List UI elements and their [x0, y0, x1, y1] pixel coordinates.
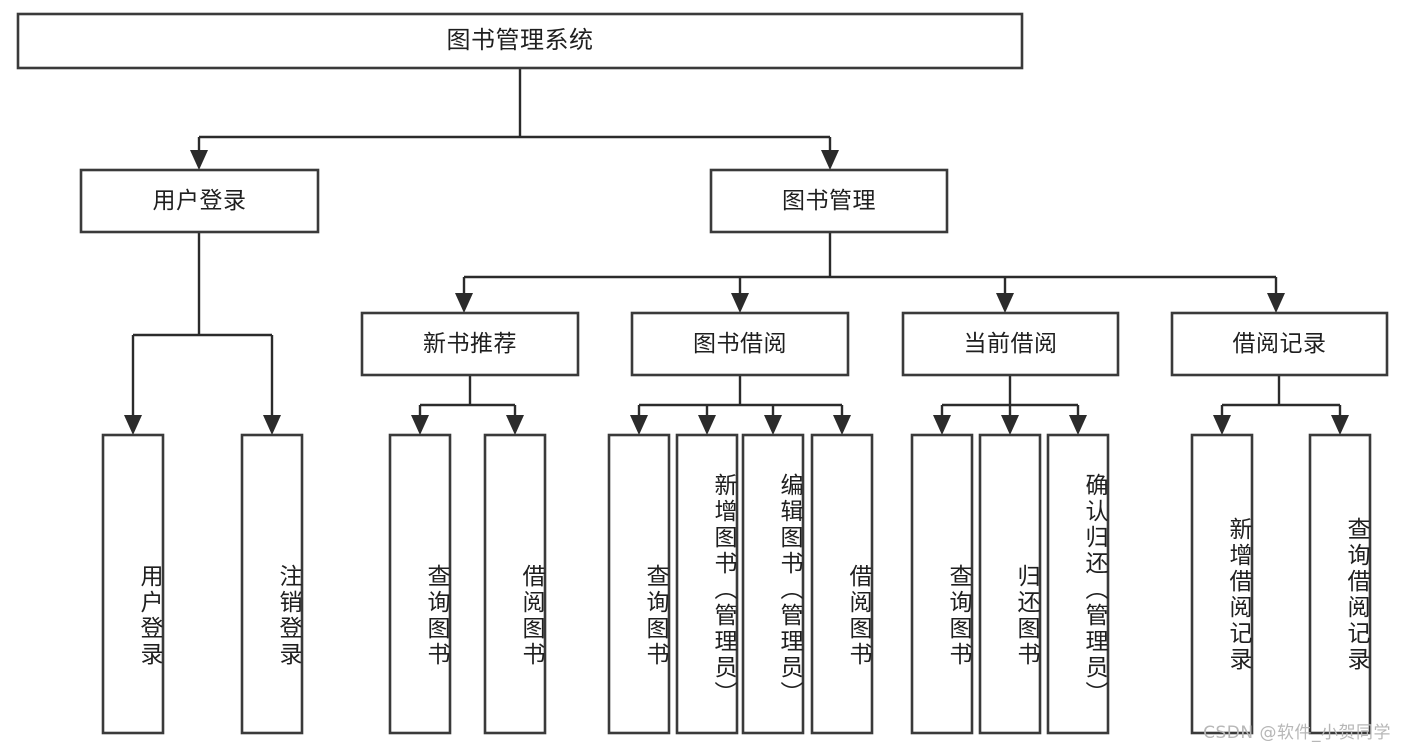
node-box-leaf-user-login-0[interactable]	[101, 433, 165, 735]
node-box-leaf-book-borrow-0[interactable]	[607, 433, 671, 735]
arrow-head-leaf-book-borrow-0	[630, 415, 648, 435]
node-box-leaf-new-book-0[interactable]	[388, 433, 452, 735]
arrow-head-leaf-borrow-record-1	[1331, 415, 1349, 435]
node-box-leaf-borrow-record-1[interactable]	[1308, 433, 1372, 735]
node-box-leaf-user-login-1[interactable]	[240, 433, 304, 735]
node-box-leaf-book-borrow-3[interactable]	[810, 433, 874, 735]
arrow-head-current-borrow	[996, 293, 1014, 313]
connector-group-book-manage	[455, 232, 1285, 313]
connector-group-current-borrow	[933, 375, 1087, 435]
arrow-head-book-manage	[821, 150, 839, 170]
connector-group-root	[190, 68, 839, 170]
node-box-book-manage[interactable]	[709, 168, 949, 234]
connector-group-book-borrow	[630, 375, 851, 435]
arrow-head-new-book	[455, 293, 473, 313]
arrow-head-book-borrow	[731, 293, 749, 313]
node-box-leaf-current-borrow-0[interactable]	[910, 433, 974, 735]
connector-group-user-login	[124, 232, 281, 435]
arrow-head-leaf-borrow-record-0	[1213, 415, 1231, 435]
connector-group-new-book	[411, 375, 524, 435]
arrow-head-borrow-record	[1267, 293, 1285, 313]
arrow-head-leaf-user-login-0	[124, 415, 142, 435]
node-box-new-book-recommend[interactable]	[360, 311, 580, 377]
node-box-leaf-book-borrow-1[interactable]	[675, 433, 739, 735]
node-box-leaf-current-borrow-2[interactable]	[1046, 433, 1110, 735]
node-box-user-login[interactable]	[79, 168, 320, 234]
arrow-head-leaf-current-borrow-2	[1069, 415, 1087, 435]
node-box-leaf-borrow-record-0[interactable]	[1190, 433, 1254, 735]
arrow-head-leaf-current-borrow-0	[933, 415, 951, 435]
arrow-head-leaf-book-borrow-2	[764, 415, 782, 435]
watermark-text: CSDN @软件_小贺同学	[1203, 723, 1391, 743]
node-box-book-borrow[interactable]	[630, 311, 850, 377]
node-box-root[interactable]	[16, 12, 1024, 70]
arrow-head-user-login	[190, 150, 208, 170]
arrow-head-leaf-book-borrow-3	[833, 415, 851, 435]
arrow-head-leaf-new-book-0	[411, 415, 429, 435]
node-box-leaf-new-book-1[interactable]	[483, 433, 547, 735]
node-box-leaf-book-borrow-2[interactable]	[741, 433, 805, 735]
arrow-head-leaf-book-borrow-1	[698, 415, 716, 435]
node-box-current-borrow[interactable]	[901, 311, 1120, 377]
node-box-borrow-record[interactable]	[1170, 311, 1389, 377]
connector-group-borrow-record	[1213, 375, 1349, 435]
node-box-leaf-current-borrow-1[interactable]	[978, 433, 1042, 735]
arrow-head-leaf-current-borrow-1	[1001, 415, 1019, 435]
arrow-head-leaf-new-book-1	[506, 415, 524, 435]
arrow-head-leaf-user-login-1	[263, 415, 281, 435]
